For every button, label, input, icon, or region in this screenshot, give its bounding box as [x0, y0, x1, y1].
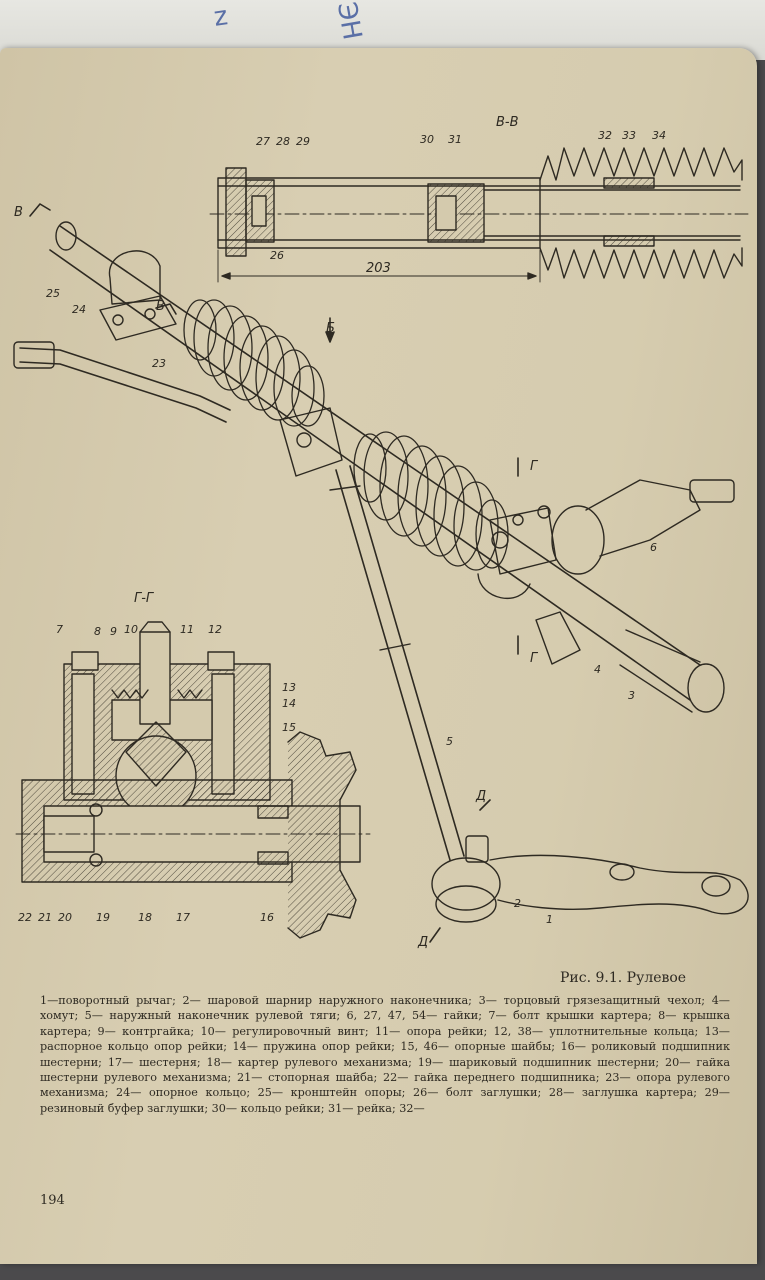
part-number-label: 10 — [124, 623, 138, 636]
page-number: 194 — [40, 1193, 65, 1208]
part-number-label: 23 — [152, 357, 166, 370]
part-number-label: 11 — [180, 623, 194, 636]
part-number-label: 15 — [282, 721, 296, 734]
section-arrows — [29, 203, 519, 943]
section-bb-label: В-В — [496, 115, 519, 130]
section-arrow-b-label: В — [14, 205, 23, 220]
part-number-label: 20 — [58, 911, 72, 924]
section-arrow-g-label: Г — [530, 459, 538, 474]
part-number-label: 4 — [594, 663, 601, 676]
part-number-label: 3 — [628, 689, 635, 702]
part-number-label: 16 — [260, 911, 274, 924]
section-arrow-d-label: Д — [476, 789, 487, 804]
section-arrow-b-label: В — [156, 299, 165, 314]
part-number-label: 19 — [96, 911, 110, 924]
part-number-label: 24 — [72, 303, 86, 316]
part-number-label: 21 — [38, 911, 52, 924]
part-number-label: 32 — [598, 129, 612, 142]
part-number-label: 8 — [94, 625, 101, 638]
part-number-label: 5 — [446, 735, 453, 748]
part-number-label: 18 — [138, 911, 152, 924]
section-arrow-g-label: Г — [530, 651, 538, 666]
view-arrow-b-label: Б — [326, 321, 335, 336]
part-number-label: 9 — [110, 625, 117, 638]
part-number-label: 22 — [18, 911, 32, 924]
part-number-label: 34 — [652, 129, 666, 142]
part-number-label: 6 — [650, 541, 657, 554]
section-gg-label: Г-Г — [134, 591, 154, 606]
part-number-label: 14 — [282, 697, 296, 710]
part-number-label: 25 — [46, 287, 60, 300]
part-number-label: 28 — [276, 135, 290, 148]
part-number-label: 27 — [256, 135, 270, 148]
rack-assembly-drawing — [13, 221, 749, 923]
figure-caption-title: Рис. 9.1. Рулевое — [560, 970, 687, 986]
figure-legend: 1—поворотный рычаг; 2— шаровой шарнир на… — [40, 994, 730, 1115]
part-number-label: 12 — [208, 623, 222, 636]
section-bb-drawing — [209, 147, 749, 283]
part-number-label: 7 — [56, 623, 63, 636]
part-number-label: 2 — [514, 897, 521, 910]
part-number-label: 31 — [448, 133, 462, 146]
section-gg-drawing — [15, 621, 371, 939]
part-number-label: 17 — [176, 911, 190, 924]
part-number-label: 29 — [296, 135, 310, 148]
dimension-label: 203 — [366, 261, 391, 276]
part-number-label: 13 — [282, 681, 296, 694]
section-arrow-d-label: Д — [418, 935, 429, 950]
book-page — [0, 48, 757, 1264]
part-number-label: 33 — [622, 129, 636, 142]
part-number-label: 26 — [270, 249, 284, 262]
part-number-label: 1 — [546, 913, 553, 926]
part-number-label: 30 — [420, 133, 434, 146]
